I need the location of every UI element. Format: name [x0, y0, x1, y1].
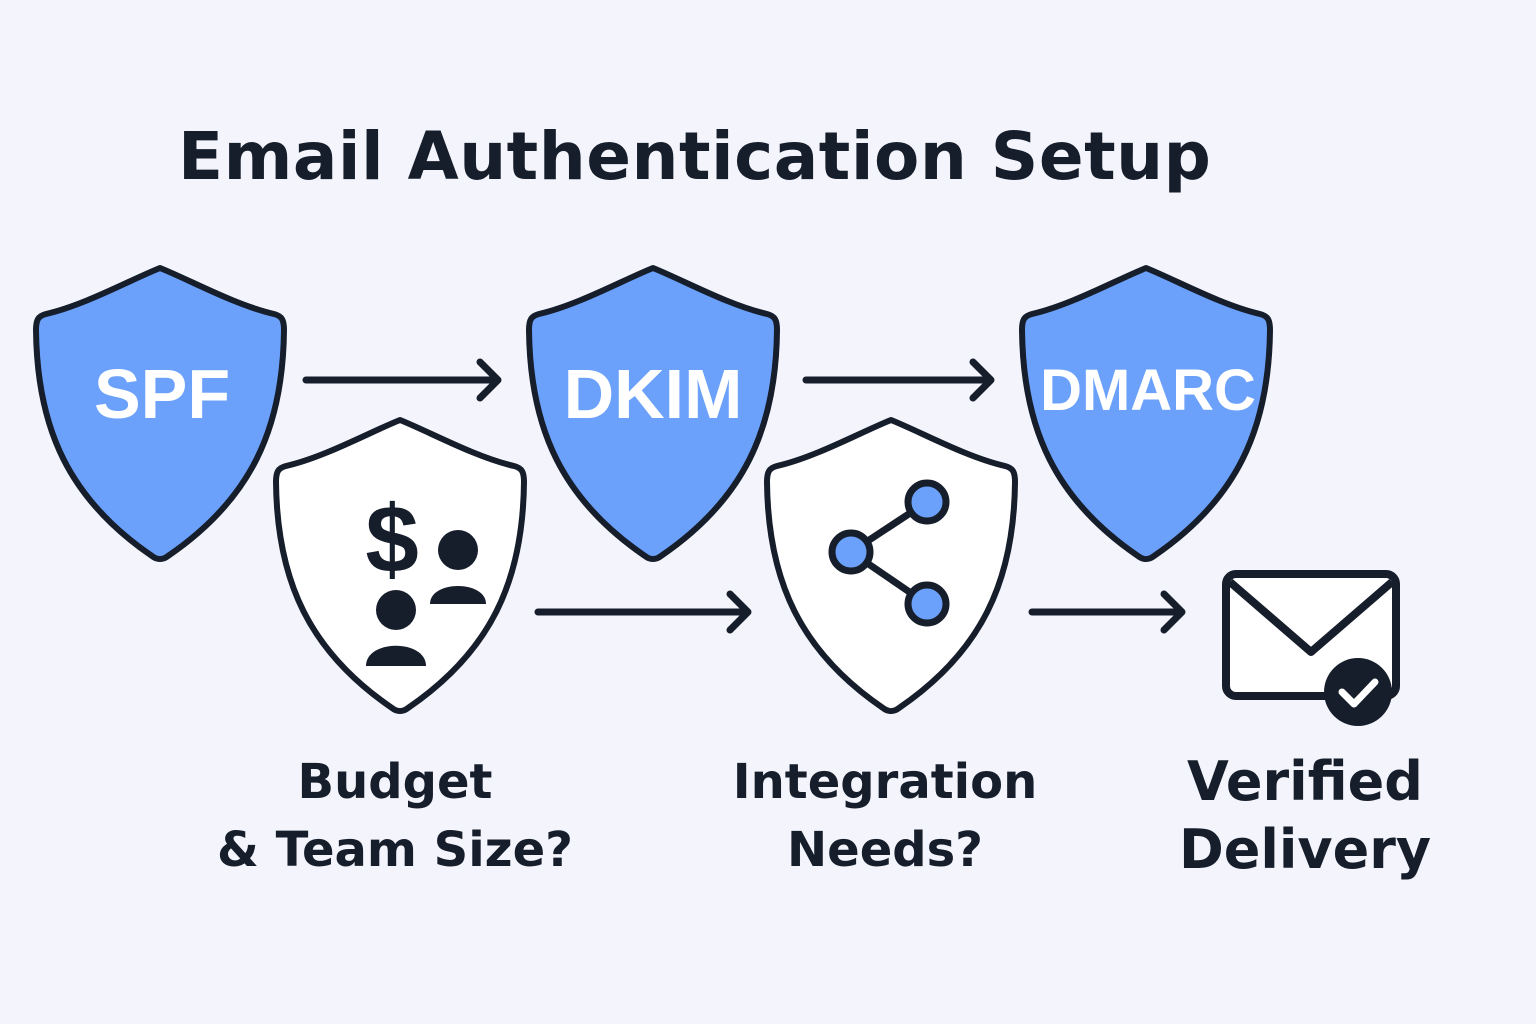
person-body-bottom: [366, 645, 426, 666]
person-body-right: [430, 586, 486, 604]
checkmark-icon: [1338, 678, 1379, 708]
arrow-budget-to-integration: [534, 590, 752, 634]
share-nodes-icon: [828, 479, 950, 627]
integration-shield: [767, 420, 1015, 711]
verified-label-line1: Verified: [1187, 750, 1423, 813]
integration-label: Integration Needs?: [720, 748, 1050, 884]
verified-label-line2: Delivery: [1178, 818, 1432, 881]
arrow-spf-to-dkim: [302, 358, 502, 402]
budget-label-line1: Budget: [297, 754, 493, 810]
arrow-dkim-to-dmarc: [802, 358, 995, 402]
arrow-integration-to-delivery: [1028, 590, 1186, 634]
budget-shield: $: [276, 420, 524, 711]
person-head-bottom: [376, 590, 416, 630]
dollar-team-icon: $: [365, 486, 486, 666]
page-title: Email Authentication Setup: [178, 118, 1212, 195]
budget-label-line2: & Team Size?: [217, 822, 573, 878]
dmarc-label: DMARC: [1040, 358, 1256, 423]
spf-label: SPF: [94, 355, 230, 433]
verified-delivery-label: Verified Delivery: [1150, 748, 1460, 884]
dollar-sign: $: [365, 486, 418, 593]
spf-shield: SPF: [36, 268, 284, 559]
envelope-check-icon: [1222, 570, 1400, 726]
dmarc-shield: DMARC: [1022, 268, 1270, 559]
dkim-shield: DKIM: [529, 268, 777, 559]
dkim-label: DKIM: [564, 355, 743, 433]
person-head-right: [438, 530, 478, 570]
integration-label-line1: Integration: [732, 754, 1038, 810]
budget-team-label: Budget & Team Size?: [200, 748, 590, 884]
integration-label-line2: Needs?: [786, 822, 984, 878]
check-badge: [1324, 658, 1392, 726]
